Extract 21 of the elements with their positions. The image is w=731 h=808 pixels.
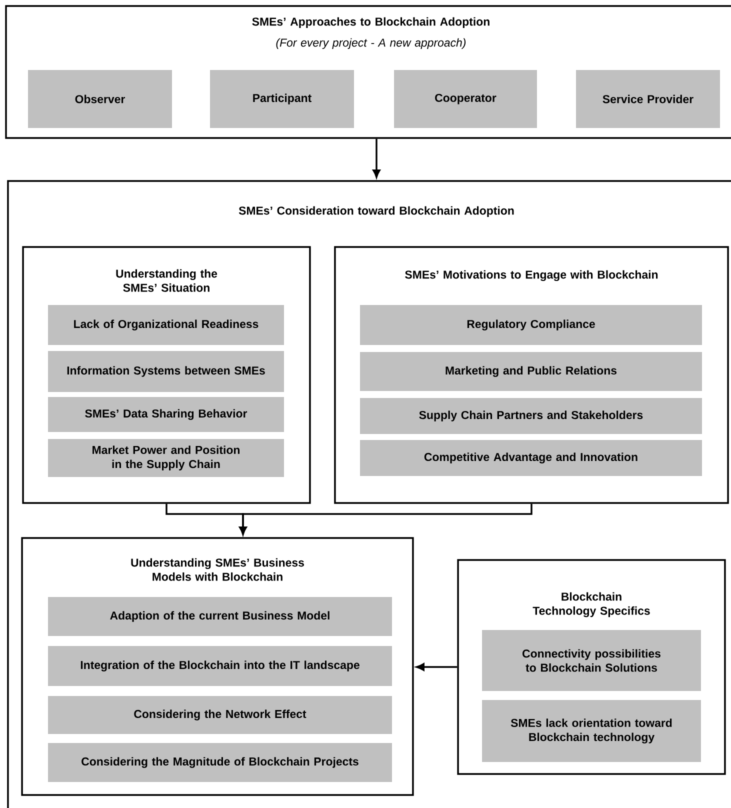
item-box: Competitive Advantage and Innovation bbox=[360, 440, 702, 476]
item-box: Information Systems between SMEs bbox=[48, 350, 284, 392]
item-box: Lack of Organizational Readiness bbox=[48, 305, 284, 345]
item-box: Regulatory Compliance bbox=[360, 305, 702, 345]
arrow bbox=[416, 663, 458, 671]
item-box: Cooperator bbox=[394, 70, 537, 128]
item-box: Considering the Magnitude of Blockchain Projects bbox=[48, 743, 392, 782]
item-box: Observer bbox=[28, 70, 172, 128]
item-box: Marketing and Public Relations bbox=[360, 352, 702, 391]
item-box: Adaption of the current Business Model bbox=[48, 597, 392, 636]
item-box: Connectivity possibilities to Blockchain Solutions bbox=[482, 630, 701, 692]
arrow bbox=[239, 504, 532, 535]
item-box: SMEs lack orientation toward Blockchain technology bbox=[482, 700, 701, 762]
item-box: Considering the Network Effect bbox=[48, 696, 392, 734]
item-box: Market Power and Position in the Supply Chain bbox=[48, 439, 284, 477]
item-box: SMEs’ Data Sharing Behavior bbox=[48, 397, 284, 432]
arrow bbox=[372, 138, 380, 178]
item-box: Integration of the Blockchain into the IT landscape bbox=[48, 646, 392, 686]
item-box: Participant bbox=[210, 70, 354, 128]
item-box: Supply Chain Partners and Stakeholders bbox=[360, 398, 702, 434]
item-box: Service Provider bbox=[576, 70, 720, 128]
